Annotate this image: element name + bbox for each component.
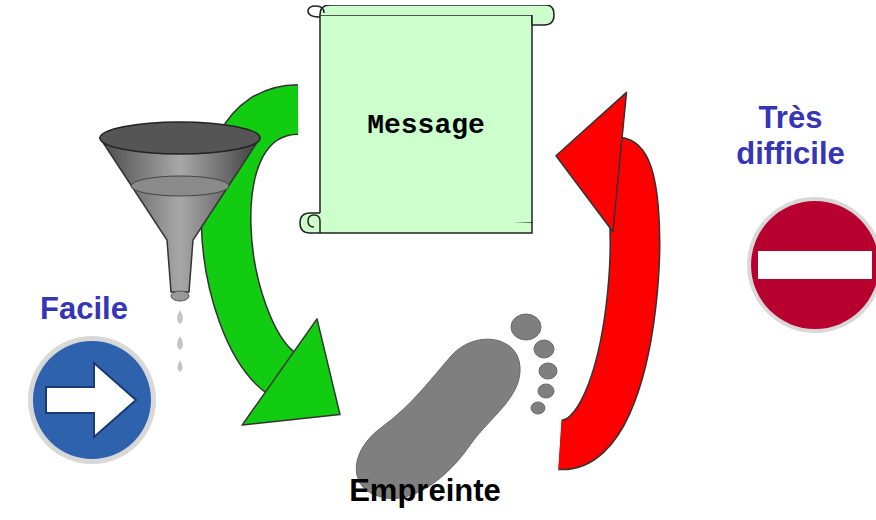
node-text: Empreinte <box>330 473 520 509</box>
footprint-icon <box>356 314 557 499</box>
scroll-outline <box>300 5 554 233</box>
no-entry-sign <box>747 197 876 333</box>
direction-sign <box>28 336 156 464</box>
edge-label: Très difficile <box>708 100 873 172</box>
scroll-node: Message <box>298 5 556 237</box>
footprint-node: Empreinte <box>340 305 560 520</box>
node-text: Message <box>320 109 532 143</box>
edge-label: Facile <box>14 291 154 327</box>
curved-arrow <box>556 92 635 444</box>
